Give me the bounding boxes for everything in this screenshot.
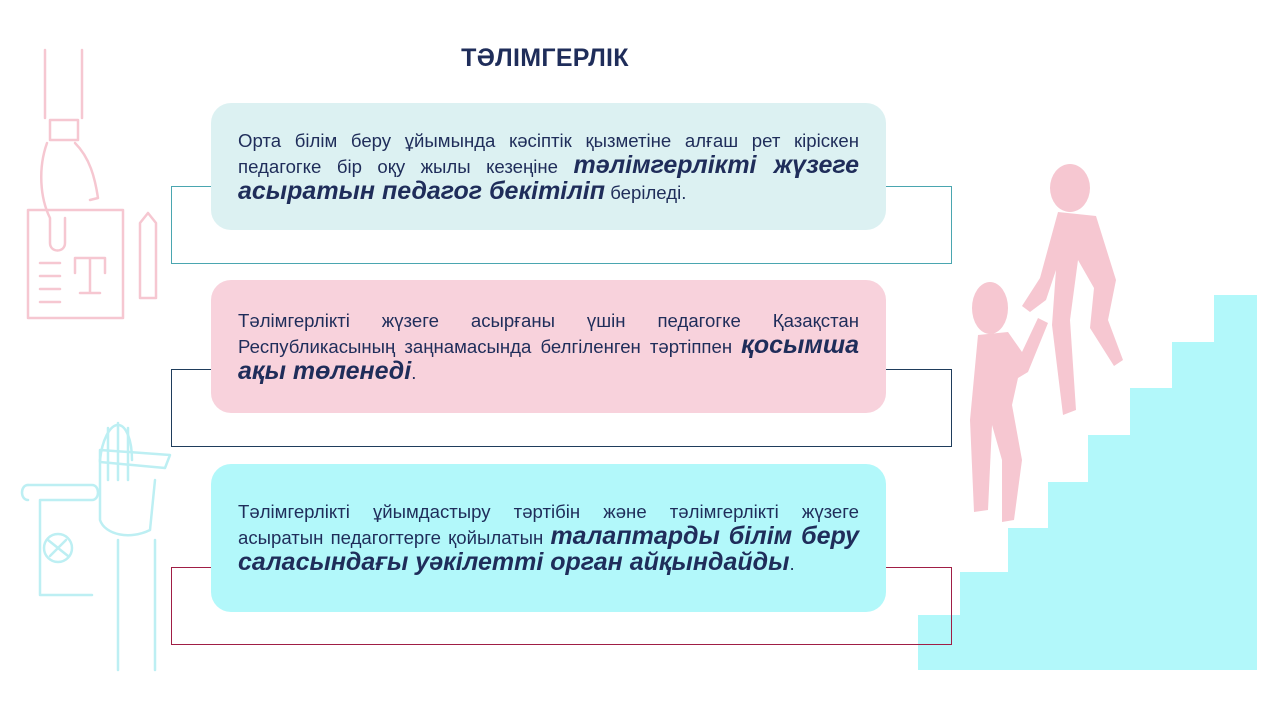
card-text-emphasis: талаптарды білім беру саласындағы уәкіле…	[238, 522, 859, 576]
info-card-text: Тәлімгерлікті жүзеге асырғаны үшін педаг…	[238, 309, 859, 385]
info-card-additional-pay: Тәлімгерлікті жүзеге асырғаны үшін педаг…	[211, 280, 886, 413]
info-card-text: Орта білім беру ұйымында кәсіптік қызмет…	[238, 129, 859, 205]
card-text-plain: Орта білім беру ұйымында кәсіптік қызмет…	[238, 129, 859, 177]
card-text-tail: .	[411, 361, 417, 383]
hand-writing-icon	[20, 421, 172, 672]
people-climbing-stairs-icon	[918, 164, 1257, 670]
card-text-tail: беріледі.	[605, 181, 687, 203]
info-card-text: Тәлімгерлікті ұйымдастыру тәртібін және …	[238, 500, 859, 576]
slide-title: ТӘЛІМГЕРЛІК	[461, 44, 629, 72]
card-text-tail: .	[789, 553, 795, 574]
card-text-emphasis: тәлімгерлікті жүзеге асыратын педагог бе…	[238, 150, 859, 205]
card-text-plain: Тәлімгерлікті ұйымдастыру тәртібін және …	[238, 501, 859, 548]
info-card-requirements: Тәлімгерлікті ұйымдастыру тәртібін және …	[211, 464, 886, 612]
card-text-emphasis: қосымша ақы төленеді	[238, 330, 859, 385]
info-card-mentor-assignment: Орта білім беру ұйымында кәсіптік қызмет…	[211, 103, 886, 230]
card-text-plain: Тәлімгерлікті жүзеге асырғаны үшін педаг…	[238, 309, 859, 357]
hand-document-icon	[26, 48, 158, 320]
